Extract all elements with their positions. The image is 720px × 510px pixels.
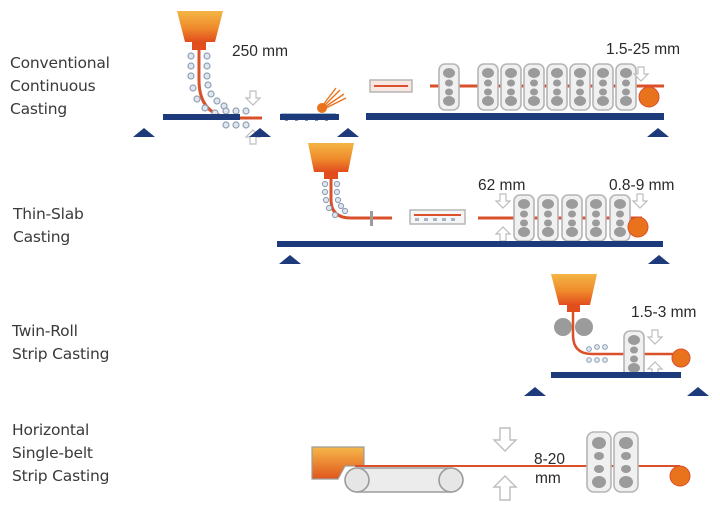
- label-thin-slab-casting: Thin-Slab Casting: [13, 203, 84, 249]
- mill-stand: [592, 63, 614, 111]
- label-line: Thin-Slab: [13, 205, 84, 223]
- mill-stand: [586, 431, 612, 493]
- base-bar: [366, 113, 664, 120]
- thickness-output-unit: mm: [535, 470, 561, 487]
- down-arrow-icon: [647, 329, 663, 345]
- belt-pulley-icon: [344, 467, 370, 493]
- coil-icon: [671, 348, 691, 368]
- down-arrow-icon: [245, 90, 261, 106]
- support-icon: [279, 255, 301, 264]
- mill-stand: [615, 63, 637, 111]
- base-bar: [163, 114, 240, 120]
- mill-stand: [537, 194, 559, 242]
- thickness-input-label: 250 mm: [232, 43, 288, 60]
- mill-stand: [609, 194, 631, 242]
- mill-stand: [561, 194, 583, 242]
- thickness-output-label: 8-20: [534, 451, 565, 468]
- label-horizontal-single-belt-strip-casting: Horizontal Single-belt Strip Casting: [12, 419, 109, 488]
- coil-icon: [627, 216, 649, 238]
- row-thin-slab-casting: 62 mm 0.8-9 mm: [277, 143, 674, 264]
- base-bar: [551, 372, 681, 378]
- thickness-output-label: 1.5-3 mm: [631, 304, 696, 321]
- guide-rolls: [321, 180, 349, 219]
- label-line: Twin-Roll: [12, 322, 78, 340]
- casting-roll-icon: [554, 318, 572, 336]
- mill-stand: [585, 194, 607, 242]
- furnace-rollers: [415, 218, 455, 221]
- support-icon: [524, 387, 546, 396]
- base-bar: [277, 241, 663, 247]
- support-icon: [648, 255, 670, 264]
- down-arrow-icon: [495, 193, 511, 209]
- tundish-icon: [308, 143, 354, 172]
- support-icon: [337, 128, 359, 137]
- mill-stand: [523, 63, 545, 111]
- nozzle-icon: [567, 305, 580, 312]
- mill-stand: [546, 63, 568, 111]
- label-line: Continuous: [10, 77, 96, 95]
- torch-flame-icon: [322, 87, 347, 109]
- label-conventional-continuous-casting: Conventional Continuous Casting: [10, 52, 110, 121]
- tunnel-furnace: [409, 209, 466, 225]
- pinch-rolls: [586, 344, 608, 363]
- shear-icon: [370, 211, 373, 226]
- support-icon: [687, 387, 709, 396]
- coil-icon: [638, 86, 660, 108]
- down-arrow-icon: [492, 427, 518, 452]
- label-twin-roll-strip-casting: Twin-Roll Strip Casting: [12, 320, 109, 366]
- nozzle-icon: [192, 42, 206, 50]
- tundish-icon: [551, 274, 597, 305]
- label-line: Horizontal: [12, 421, 90, 439]
- support-icon: [133, 128, 155, 137]
- mill-stand: [500, 63, 522, 111]
- feed-box-icon: [311, 446, 365, 480]
- label-line: Strip Casting: [12, 467, 110, 485]
- label-line: Strip Casting: [12, 345, 110, 363]
- mill-stand: [569, 63, 591, 111]
- casting-roll-icon: [575, 318, 593, 336]
- thickness-input-label: 62 mm: [478, 177, 525, 194]
- thickness-output-label: 0.8-9 mm: [609, 177, 674, 194]
- down-arrow-icon: [632, 193, 648, 209]
- row-conventional-continuous-casting: 250 mm 1.5-25 mm: [133, 11, 680, 145]
- base-bar: [280, 114, 339, 120]
- strand-curve: [571, 312, 676, 356]
- support-icon: [647, 128, 669, 137]
- belt-pulley-icon: [438, 467, 464, 493]
- thickness-output-label: 1.5-25 mm: [606, 41, 680, 58]
- row-horizontal-single-belt-strip-casting: 8-20 mm: [311, 427, 691, 501]
- mill-stand: [477, 63, 499, 111]
- label-line: Casting: [10, 100, 68, 118]
- mill-stand: [513, 194, 535, 242]
- label-line: Casting: [13, 228, 71, 246]
- coil-icon: [669, 465, 691, 487]
- mill-stand: [613, 431, 639, 493]
- mill-stand: [623, 330, 645, 378]
- nozzle-icon: [324, 172, 338, 179]
- up-arrow-icon: [492, 475, 518, 501]
- up-arrow-icon: [495, 226, 511, 242]
- tundish-icon: [177, 11, 223, 42]
- label-line: Single-belt: [12, 444, 93, 462]
- row-twin-roll-strip-casting: 1.5-3 mm: [524, 274, 709, 396]
- guide-rolls: [187, 52, 250, 129]
- label-line: Conventional: [10, 54, 110, 72]
- mill-stand: [438, 63, 460, 111]
